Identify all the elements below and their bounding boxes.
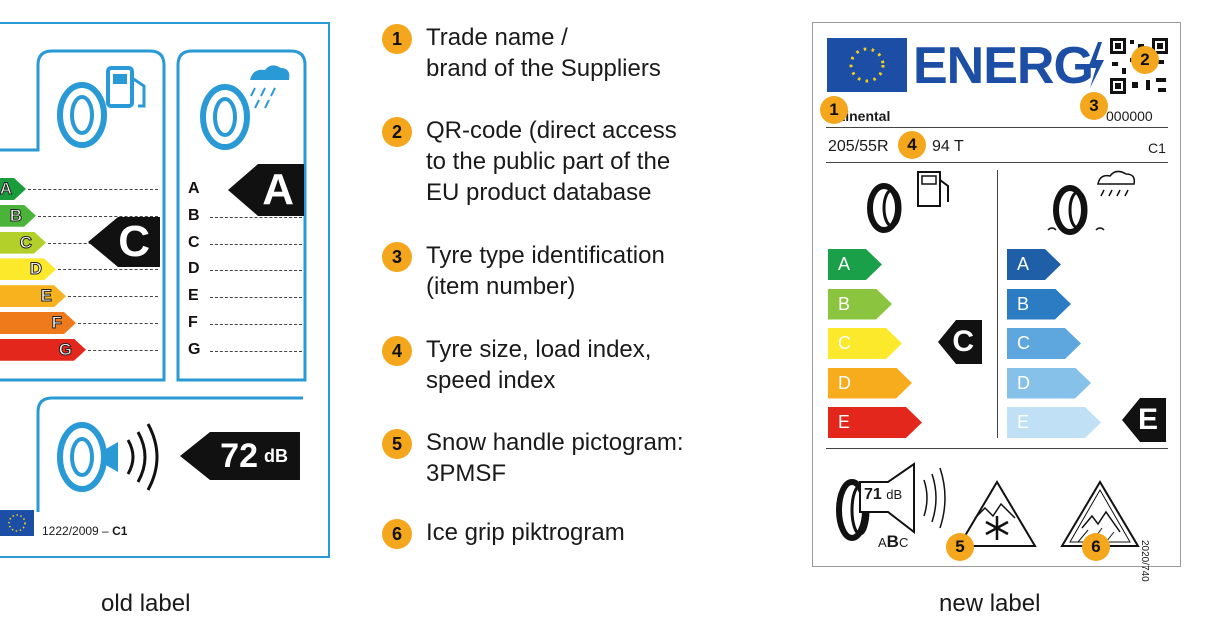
divider	[826, 127, 1168, 128]
class-letter: D	[29, 259, 42, 279]
number-badge: 4	[382, 336, 412, 366]
class-letter: B	[9, 205, 22, 225]
old-wet-class-g: G	[188, 340, 201, 358]
legend-text: Ice grip piktrogram	[426, 519, 625, 546]
new-noise-value: 71 dB	[864, 486, 903, 503]
old-noise-tyre-icon	[57, 422, 159, 492]
new-wet-class-c: C	[1007, 328, 1081, 359]
new-wet-class-e: E	[1007, 407, 1101, 438]
divider	[826, 162, 1168, 163]
dotted-line	[210, 243, 302, 245]
old-fuel-class-b: B	[0, 205, 36, 227]
new-badge-6: 6	[1082, 533, 1110, 561]
new-wet-tyre-icon	[1047, 170, 1136, 235]
dotted-line	[38, 215, 158, 217]
old-wet-class-e: E	[188, 287, 199, 305]
new-fuel-class-b: B	[828, 289, 892, 320]
dotted-line	[88, 349, 158, 351]
class-letter: E	[40, 286, 52, 306]
old-label-frame	[0, 22, 330, 558]
legend-text: Tyre type identification (item number)	[426, 242, 665, 300]
old-fuel-class-f: F	[0, 312, 76, 334]
legend-item: 1 Trade name / brand of the Suppliers	[382, 22, 661, 84]
legend-item: 3 Tyre type identification (item number)	[382, 240, 665, 302]
new-badge-5: 5	[946, 533, 974, 561]
old-wet-class-c: C	[188, 233, 200, 251]
old-fuel-class-c: C	[0, 232, 46, 254]
new-fuel-tyre-icon	[867, 171, 949, 233]
new-badge-1: 1	[820, 96, 848, 124]
new-fuel-class-e: E	[828, 407, 922, 438]
number-badge: 3	[382, 242, 412, 272]
new-badge-2: 2	[1131, 46, 1159, 74]
number-badge: 2	[382, 117, 412, 147]
old-label-caption: old label	[101, 590, 191, 617]
legend-text: QR-code (direct access to the public par…	[426, 117, 677, 206]
new-wet-class-d: D	[1007, 368, 1091, 399]
legend-text: Tyre size, load index, speed index	[426, 336, 652, 394]
number-badge: 1	[382, 24, 412, 54]
dotted-line	[210, 350, 302, 352]
legend-item: 5 Snow handle pictogram: 3PMSF	[382, 427, 683, 489]
new-fuel-class-d: D	[828, 368, 912, 399]
old-wet-class-a: A	[188, 180, 200, 197]
dotted-line	[68, 296, 158, 298]
number-badge: 5	[382, 429, 412, 459]
old-wet-class-f: F	[188, 314, 198, 331]
number-badge: 6	[382, 519, 412, 549]
load-speed-index: 94 T	[932, 138, 964, 155]
new-label-caption: new label	[939, 590, 1041, 617]
lightning-icon	[1088, 42, 1104, 88]
dotted-line	[58, 269, 158, 271]
new-badge-4: 4	[898, 131, 926, 159]
class-letter: G	[58, 339, 72, 359]
energy-title: ENERG	[913, 37, 1094, 95]
new-regulation-text: 2020/740	[1139, 540, 1150, 582]
legend-text: Snow handle pictogram: 3PMSF	[426, 429, 684, 487]
dotted-line	[210, 216, 302, 218]
dotted-line	[28, 189, 158, 190]
new-badge-3: 3	[1080, 92, 1108, 120]
legend-item: 2 QR-code (direct access to the public pa…	[382, 115, 677, 208]
class-letter: A	[0, 179, 12, 198]
old-fuel-tyre-icon	[57, 66, 146, 148]
new-label-frame	[812, 22, 1181, 567]
old-noise-section	[36, 396, 303, 512]
old-fuel-class-e: E	[0, 285, 66, 307]
section-divider	[997, 170, 998, 438]
class-letter: C	[19, 232, 32, 252]
legend-item: 4 Tyre size, load index, speed index	[382, 334, 651, 396]
noise-classes: ABC	[878, 532, 909, 551]
dotted-line	[210, 324, 302, 325]
item-number: 000000	[1106, 108, 1153, 124]
legend-item: 6 Ice grip piktrogram	[382, 517, 625, 549]
old-wet-tyre-icon	[200, 65, 290, 150]
old-regulation-text: 1222/2009 – C1	[42, 524, 128, 538]
dotted-line	[210, 297, 302, 299]
tyre-size: 205/55R	[828, 138, 889, 155]
dotted-line	[78, 323, 158, 324]
new-tyre-class: C1	[1148, 140, 1166, 156]
new-fuel-class-c: C	[828, 328, 902, 359]
eu-stars-icon	[8, 514, 26, 532]
new-eu-flag	[827, 38, 907, 92]
old-fuel-class-g: G	[0, 339, 86, 361]
eu-stars-icon	[849, 47, 885, 83]
old-fuel-class-a: A	[0, 178, 26, 200]
old-wet-class-d: D	[188, 260, 200, 278]
old-fuel-section	[0, 49, 166, 382]
legend-text: Trade name / brand of the Suppliers	[426, 24, 661, 82]
divider	[826, 448, 1168, 449]
old-fuel-class-d: D	[0, 258, 56, 280]
new-noise-tyre-icon	[836, 462, 946, 541]
dotted-line	[210, 270, 302, 272]
class-letter: F	[51, 313, 62, 332]
old-wet-section	[176, 49, 307, 382]
old-wet-class-b: B	[188, 206, 200, 224]
snowflake-mountain-icon	[957, 480, 1037, 547]
old-eu-flag	[0, 510, 34, 536]
